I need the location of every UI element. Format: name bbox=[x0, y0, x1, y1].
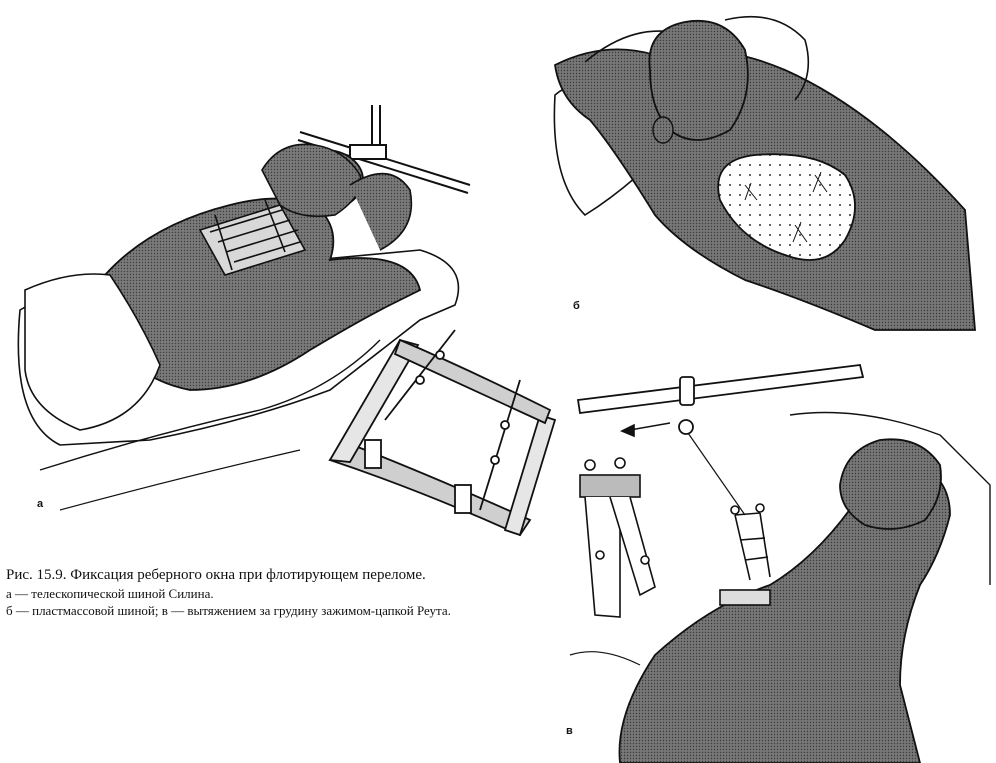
splint-detail bbox=[328, 329, 557, 537]
caption-title: Рис. 15.9. Фиксация реберного окна при ф… bbox=[6, 567, 426, 583]
patient-legs bbox=[24, 273, 161, 431]
panel-a-illustration: а bbox=[0, 90, 560, 560]
panel-v-illustration: в bbox=[560, 355, 996, 763]
panel-label-v: в bbox=[566, 725, 573, 737]
patient-head bbox=[839, 438, 942, 530]
patient-torso bbox=[618, 462, 951, 763]
panel-b-illustration: б bbox=[545, 0, 996, 345]
panel-label-b: б bbox=[573, 300, 580, 312]
panel-label-a: а bbox=[37, 498, 44, 510]
caption-line-2: б — пластмассовой шиной; в — вытяжением … bbox=[6, 603, 451, 618]
sternum-clamp bbox=[719, 503, 771, 606]
patient-torso bbox=[104, 197, 422, 391]
chest-splint bbox=[198, 199, 307, 276]
figure-caption: Рис. 15.9. Фиксация реберного окна при ф… bbox=[6, 566, 546, 619]
plastic-splint bbox=[717, 153, 856, 261]
overhead-bar bbox=[576, 364, 865, 435]
traction-arrow bbox=[620, 422, 671, 438]
clamp-detail bbox=[579, 457, 656, 618]
caption-line-1: а — телескопической шиной Силина. bbox=[6, 586, 214, 601]
